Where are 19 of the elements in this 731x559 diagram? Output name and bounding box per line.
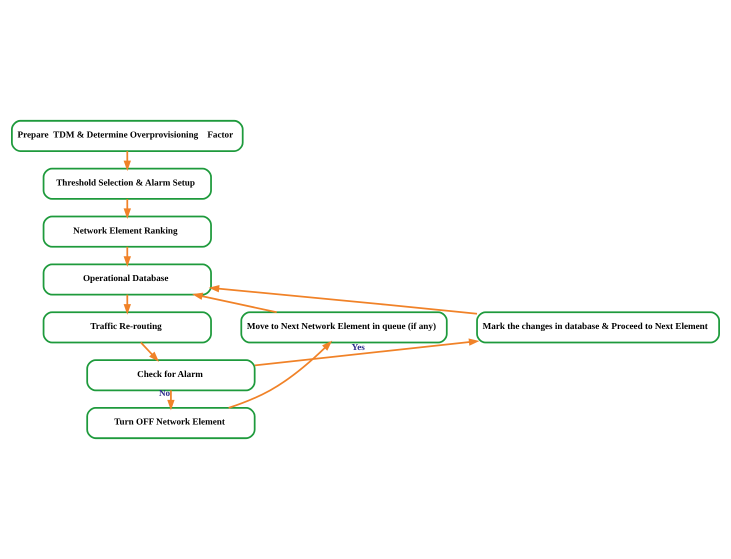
node-box: Move to Next Network Element in queue (if any) (240, 311, 448, 344)
node-box: Check for Alarm (86, 359, 256, 392)
arrow (124, 294, 131, 315)
node-box: Mark the changes in database & Proceed to Next Element (476, 311, 720, 344)
edge-label: Yes (352, 342, 365, 352)
node-box: Network Element Ranking (42, 216, 212, 248)
arrow (124, 246, 131, 267)
arrow (167, 390, 175, 410)
node-box: Turn OFF Network Element (86, 407, 256, 440)
arrow (208, 285, 478, 315)
node-box: Operational Database (42, 264, 212, 296)
arrow (254, 338, 480, 366)
arrow (140, 342, 160, 362)
arrow (192, 292, 277, 314)
arrow (124, 198, 131, 220)
node-box: Traffic Re-routing (42, 311, 212, 344)
node-box: Threshold Selection & Alarm Setup (42, 168, 212, 200)
node-box: Prepare TDM & Determine Overprovisioning Factor (11, 120, 244, 152)
arrow (124, 151, 131, 172)
